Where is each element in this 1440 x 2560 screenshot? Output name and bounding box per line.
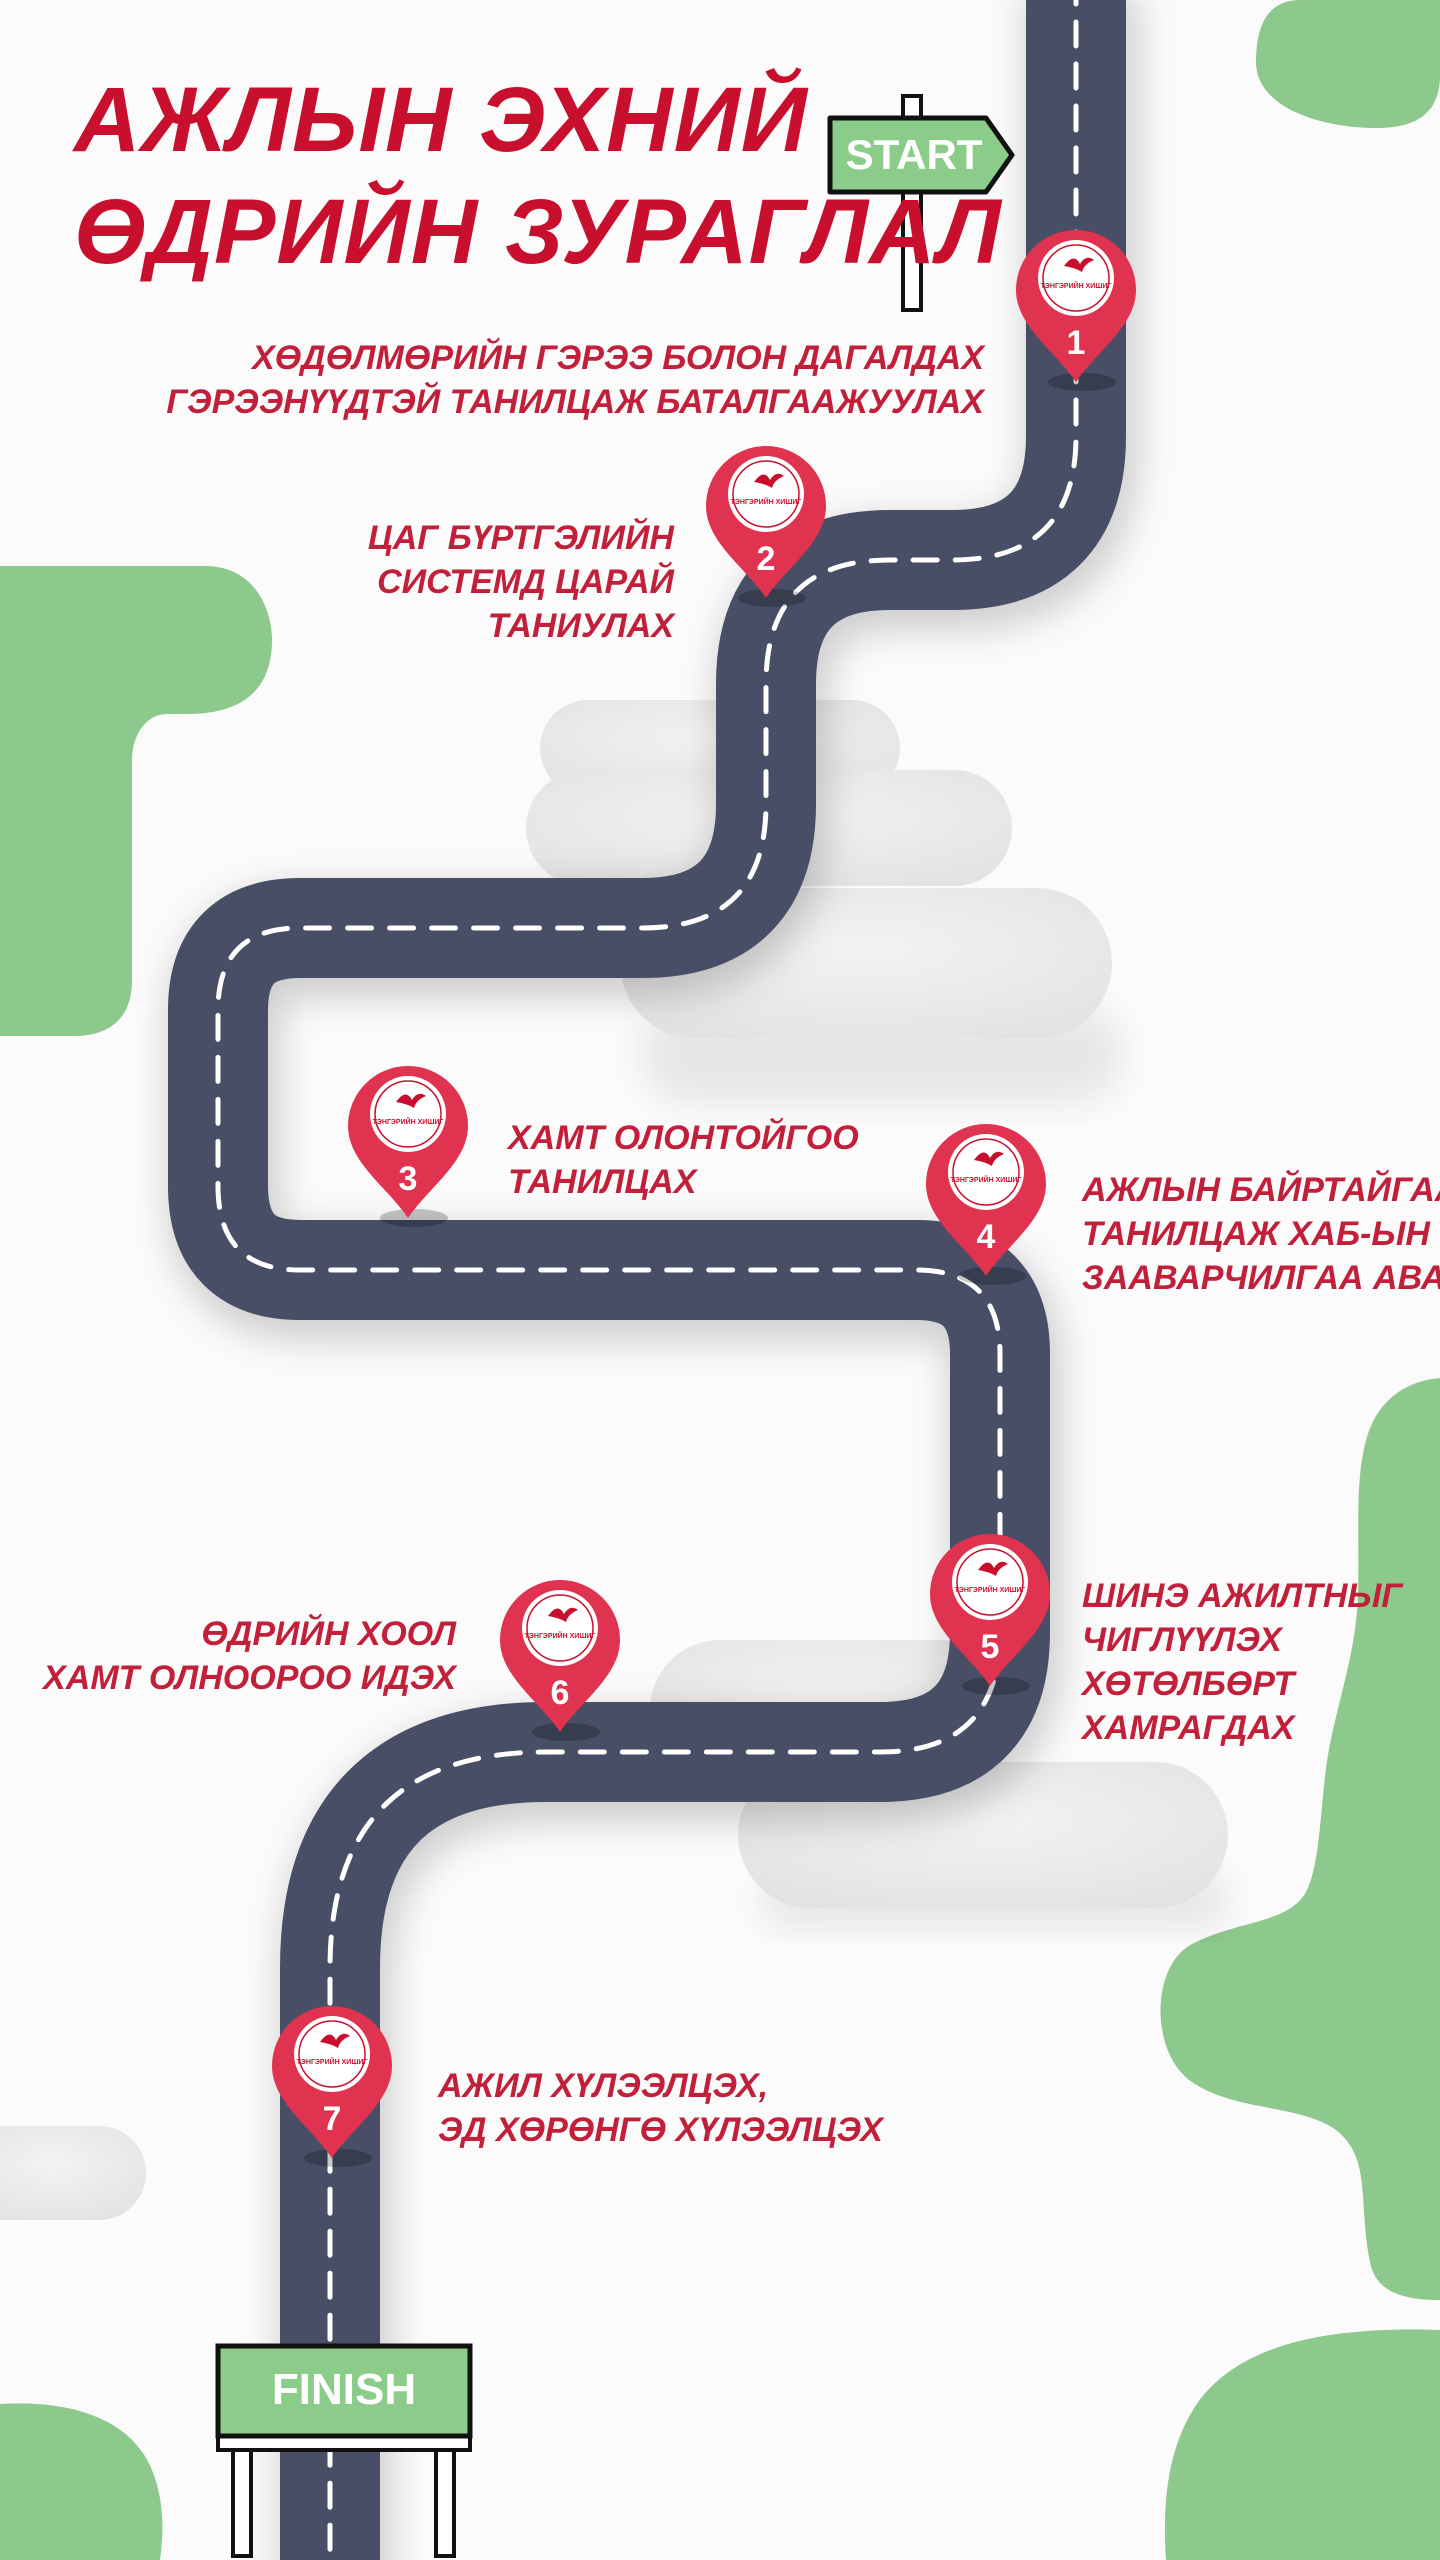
pin-logo-ring xyxy=(952,1138,1020,1206)
pin-number: 6 xyxy=(551,1674,570,1712)
pin-logo-ring xyxy=(298,2020,366,2088)
step-4-line-1: АЖЛЫН БАЙРТАЙГАА xyxy=(1082,1171,1440,1209)
pin-1: ТЭНГЭРИЙН ХИШИГ 1 xyxy=(1016,230,1136,391)
pin-logo-ring xyxy=(526,1594,594,1662)
green-blob-bottom-left xyxy=(0,2403,163,2560)
bird-logo-icon xyxy=(548,1607,578,1622)
step-7-line-1: АЖИЛ ХҮЛЭЭЛЦЭХ, xyxy=(438,2067,769,2105)
bird-logo-icon xyxy=(396,1093,426,1108)
step-5-line-2: ЧИГЛҮҮЛЭХ xyxy=(1082,1621,1282,1659)
step-6-line-1: ӨДРИЙН ХООЛ xyxy=(201,1615,456,1653)
step-5-line-1: ШИНЭ АЖИЛТНЫГ xyxy=(1082,1577,1403,1615)
pin-logo-text: ТЭНГЭРИЙН ХИШИГ xyxy=(1041,281,1112,290)
pin-shadow xyxy=(738,589,806,607)
pin-logo-ring xyxy=(1042,244,1110,312)
title-line-1: АЖЛЫН ЭХНИЙ xyxy=(74,69,808,171)
step-2-text: ЦАГ БҮРТГЭЛИЙН СИСТЕМД ЦАРАЙ ТАНИУЛАХ xyxy=(368,516,674,648)
pin-logo-disc xyxy=(522,1590,598,1666)
pin-number: 4 xyxy=(977,1218,996,1256)
step-3-line-1: ХАМТ ОЛОНТОЙГОО xyxy=(508,1119,859,1157)
pin-number: 2 xyxy=(757,540,776,578)
pin-shadow xyxy=(962,1677,1030,1695)
finish-label: FINISH xyxy=(271,2365,417,2414)
pin-logo-disc xyxy=(1038,240,1114,316)
pin-7: ТЭНГЭРИЙН ХИШИГ 7 xyxy=(272,2006,392,2167)
pin-5: ТЭНГЭРИЙН ХИШИГ 5 xyxy=(930,1534,1050,1695)
pin-logo-disc xyxy=(728,456,804,532)
step-6-text: ӨДРИЙН ХООЛ ХАМТ ОЛНООРОО ИДЭХ xyxy=(43,1612,456,1700)
step-2-line-2: СИСТЕМД ЦАРАЙ xyxy=(377,563,674,601)
pin-logo-disc xyxy=(952,1544,1028,1620)
pin-3: ТЭНГЭРИЙН ХИШИГ 3 xyxy=(348,1066,468,1227)
pin-shadow xyxy=(1048,373,1116,391)
bird-logo-icon xyxy=(974,1151,1004,1166)
pin-logo-ring xyxy=(374,1080,442,1148)
step-3-line-2: ТАНИЛЦАХ xyxy=(508,1163,697,1201)
pin-shadow xyxy=(380,1209,448,1227)
step-1-line-1: ХӨДӨЛМӨРИЙН ГЭРЭЭ БОЛОН ДАГАЛДАХ xyxy=(252,339,984,377)
step-2-line-3: ТАНИУЛАХ xyxy=(487,607,674,645)
pin-6: ТЭНГЭРИЙН ХИШИГ 6 xyxy=(500,1580,620,1741)
green-blob-top-right xyxy=(1256,0,1440,128)
pin-logo-text: ТЭНГЭРИЙН ХИШИГ xyxy=(731,497,802,506)
pin-logo-ring xyxy=(732,460,800,528)
pin-logo-text: ТЭНГЭРИЙН ХИШИГ xyxy=(955,1585,1026,1594)
step-3-text: ХАМТ ОЛОНТОЙГОО ТАНИЛЦАХ xyxy=(508,1116,859,1204)
start-label: START xyxy=(845,131,983,178)
road-center-dashes xyxy=(215,0,1079,2560)
bird-logo-icon xyxy=(978,1561,1008,1576)
step-7-text: АЖИЛ ХҮЛЭЭЛЦЭХ, ЭД ХӨРӨНГӨ ХҮЛЭЭЛЦЭХ xyxy=(438,2064,883,2152)
pin-shadow xyxy=(958,1267,1026,1285)
pin-logo-disc xyxy=(948,1134,1024,1210)
pin-number: 3 xyxy=(399,1160,418,1198)
title-line-2: ӨДРИЙН ЗУРАГЛАЛ xyxy=(74,181,1002,283)
step-1-line-2: ГЭРЭЭНҮҮДТЭЙ ТАНИЛЦАЖ БАТАЛГААЖУУЛАХ xyxy=(166,383,984,421)
step-5-line-3: ХӨТӨЛБӨРТ xyxy=(1082,1665,1295,1703)
pin-logo-disc xyxy=(294,2016,370,2092)
step-6-line-2: ХАМТ ОЛНООРОО ИДЭХ xyxy=(43,1659,456,1697)
pin-logo-disc xyxy=(370,1076,446,1152)
pin-logo-text: ТЭНГЭРИЙН ХИШИГ xyxy=(297,2057,368,2066)
step-5-text: ШИНЭ АЖИЛТНЫГ ЧИГЛҮҮЛЭХ ХӨТӨЛБӨРТ ХАМРАГ… xyxy=(1082,1574,1402,1750)
bird-logo-icon xyxy=(754,473,784,488)
step-4-line-3: ЗААВАРЧИЛГАА АВАХ xyxy=(1082,1259,1440,1297)
bird-logo-icon xyxy=(320,2033,350,2048)
step-7-line-2: ЭД ХӨРӨНГӨ ХҮЛЭЭЛЦЭХ xyxy=(438,2111,883,2149)
pin-number: 7 xyxy=(323,2100,342,2138)
cloud-lower-left xyxy=(0,2126,146,2220)
pin-number: 1 xyxy=(1067,324,1086,362)
green-blob-bottom-right xyxy=(1164,2329,1440,2560)
pin-2: ТЭНГЭРИЙН ХИШИГ 2 xyxy=(706,446,826,607)
step-4-line-2: ТАНИЛЦАЖ ХАБ-ЫН xyxy=(1082,1215,1430,1253)
green-blob-left xyxy=(0,566,272,1036)
green-blob-right xyxy=(1160,1378,1440,2300)
pin-4: ТЭНГЭРИЙН ХИШИГ 4 xyxy=(926,1124,1046,1285)
pin-logo-text: ТЭНГЭРИЙН ХИШИГ xyxy=(525,1631,596,1640)
step-5-line-4: ХАМРАГДАХ xyxy=(1082,1709,1295,1747)
pin-logo-ring xyxy=(956,1548,1024,1616)
step-1-text: ХӨДӨЛМӨРИЙН ГЭРЭЭ БОЛОН ДАГАЛДАХ ГЭРЭЭНҮ… xyxy=(166,336,984,424)
step-2-line-1: ЦАГ БҮРТГЭЛИЙН xyxy=(367,519,674,557)
start-signpost xyxy=(827,94,1015,312)
step-4-text: АЖЛЫН БАЙРТАЙГАА ТАНИЛЦАЖ ХАБ-ЫН ЗААВАРЧ… xyxy=(1082,1168,1440,1300)
pin-shadow xyxy=(304,2149,372,2167)
pin-logo-text: ТЭНГЭРИЙН ХИШИГ xyxy=(951,1175,1022,1184)
bird-logo-icon xyxy=(1064,257,1094,272)
finish-arch xyxy=(215,2343,473,2558)
pin-shadow xyxy=(532,1723,600,1741)
pin-number: 5 xyxy=(981,1628,1000,1666)
pin-logo-text: ТЭНГЭРИЙН ХИШИГ xyxy=(373,1117,444,1126)
